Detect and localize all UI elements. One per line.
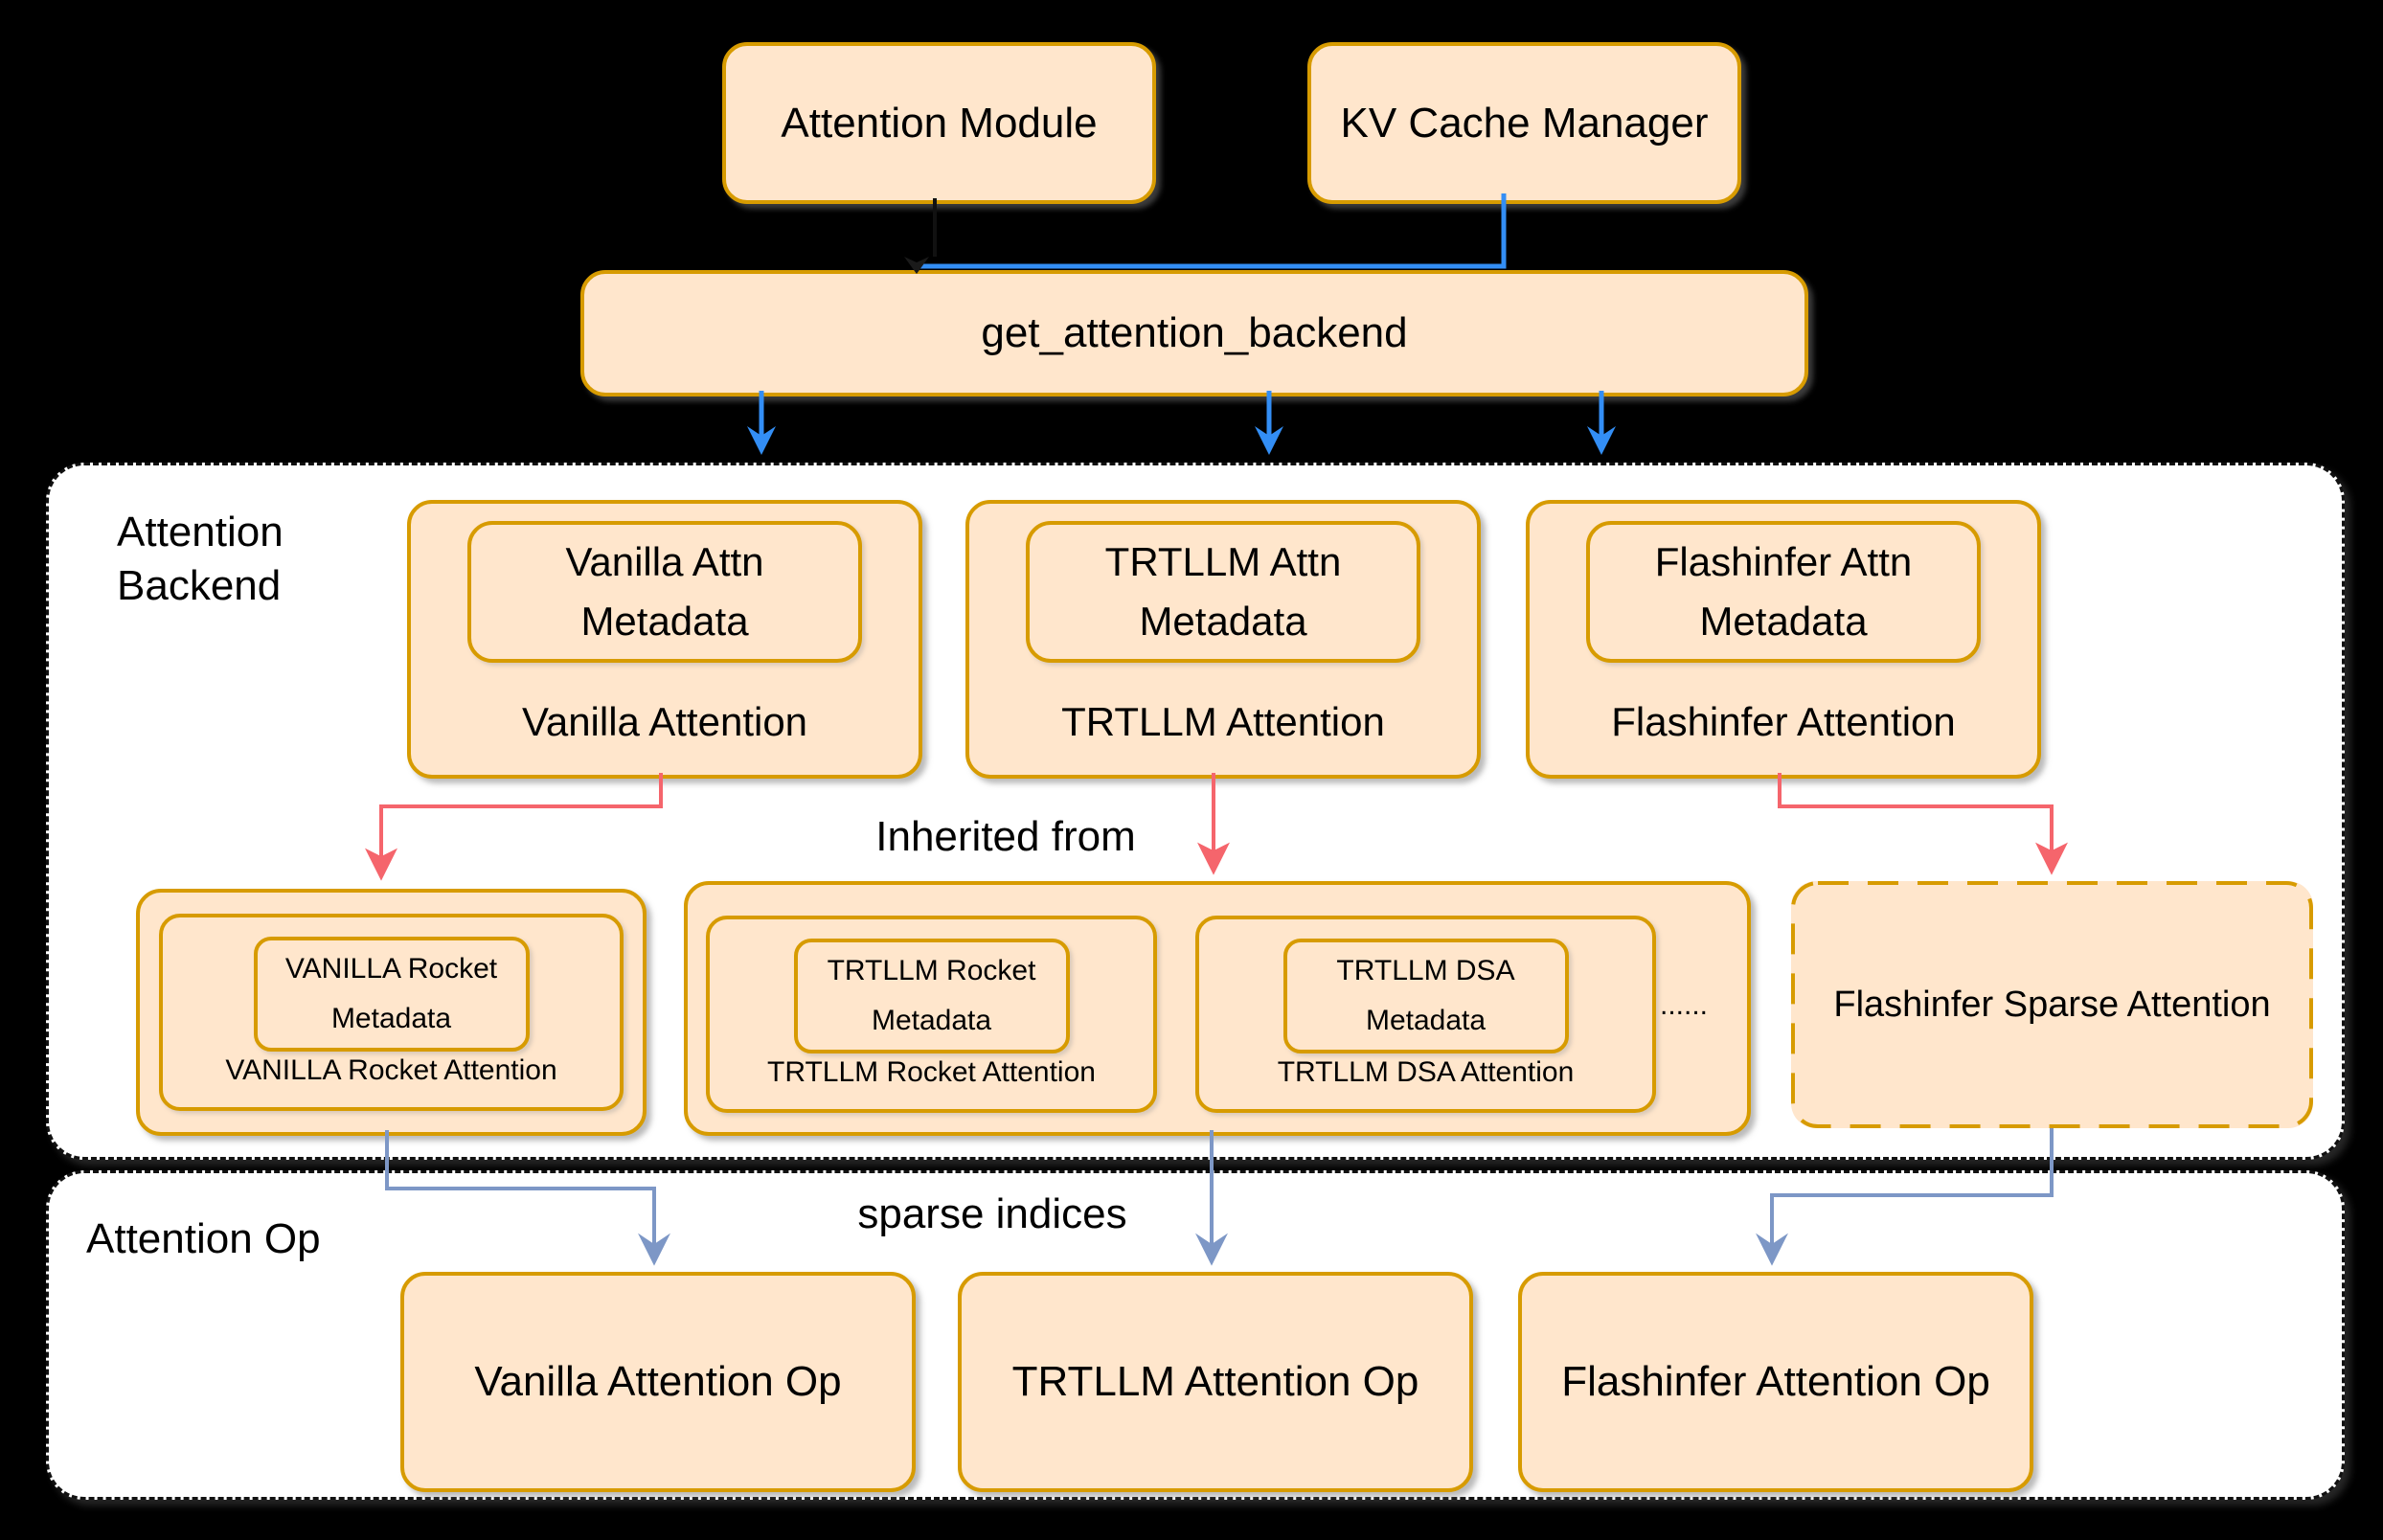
trtllm-attention-op-node: TRTLLM Attention Op [958, 1272, 1473, 1492]
kv-cache-manager-node: KV Cache Manager [1307, 42, 1741, 204]
trtllm-dsa-metadata-label: TRTLLM DSA Metadata [1336, 955, 1515, 1036]
vanilla-rocket-attention-label: VANILLA Rocket Attention [225, 1054, 557, 1086]
vanilla-rocket-metadata-node: VANILLA Rocket Metadata [253, 937, 530, 1052]
attention-op-section-label: Attention Op [86, 1215, 321, 1262]
trtllm-attention-label: TRTLLM Attention [1061, 699, 1385, 744]
flashinfer-attention-node: Flashinfer Attn Metadata Flashinfer Atte… [1526, 500, 2041, 779]
vanilla-attn-metadata-node: Vanilla Attn Metadata [467, 521, 862, 663]
flashinfer-sparse-attention-node: Flashinfer Sparse Attention [1791, 881, 2313, 1128]
get-attention-backend-label: get_attention_backend [981, 309, 1408, 356]
flashinfer-attention-op-node: Flashinfer Attention Op [1518, 1272, 2033, 1492]
trtllm-rocket-attention-node: TRTLLM Rocket Metadata TRTLLM Rocket Att… [706, 916, 1157, 1113]
trtllm-attn-metadata-node: TRTLLM Attn Metadata [1026, 521, 1420, 663]
vanilla-attention-node: Vanilla Attn Metadata Vanilla Attention [407, 500, 922, 779]
trtllm-rocket-metadata-node: TRTLLM Rocket Metadata [793, 939, 1070, 1053]
flashinfer-attn-metadata-label: Flashinfer Attn Metadata [1654, 539, 1913, 644]
flashinfer-attention-label: Flashinfer Attention [1611, 699, 1956, 744]
sparse-indices-label: sparse indices [857, 1190, 1127, 1237]
vanilla-rocket-metadata-label: VANILLA Rocket Metadata [284, 953, 498, 1034]
flashinfer-attn-metadata-node: Flashinfer Attn Metadata [1586, 521, 1981, 663]
inherited-from-label: Inherited from [875, 813, 1136, 860]
trtllm-rocket-metadata-label: TRTLLM Rocket Metadata [827, 955, 1036, 1036]
kv-cache-manager-connector [917, 193, 1507, 269]
trtllm-attention-node: TRTLLM Attn Metadata TRTLLM Attention [965, 500, 1481, 779]
flashinfer-sparse-attention-label: Flashinfer Sparse Attention [1833, 984, 2271, 1025]
trtllm-dsa-attention-label: TRTLLM DSA Attention [1277, 1056, 1575, 1088]
flashinfer-attention-op-label: Flashinfer Attention Op [1561, 1358, 1990, 1405]
trtllm-attention-op-label: TRTLLM Attention Op [1011, 1358, 1419, 1405]
vanilla-attention-op-node: Vanilla Attention Op [400, 1272, 916, 1492]
vanilla-attention-op-label: Vanilla Attention Op [474, 1358, 842, 1405]
trtllm-dsa-metadata-node: TRTLLM DSA Metadata [1282, 939, 1569, 1053]
trtllm-rocket-attention-label: TRTLLM Rocket Attention [767, 1056, 1096, 1088]
vanilla-attention-label: Vanilla Attention [521, 699, 808, 744]
vanilla-rocket-group: VANILLA Rocket Metadata VANILLA Rocket A… [136, 889, 647, 1136]
trtllm-dsa-attention-node: TRTLLM DSA Metadata TRTLLM DSA Attention [1195, 916, 1656, 1113]
vanilla-attn-metadata-label: Vanilla Attn Metadata [565, 539, 764, 644]
attention-module-node: Attention Module [722, 42, 1156, 204]
attention-backend-section-label: Attention Backend [117, 509, 284, 609]
trtllm-attn-metadata-label: TRTLLM Attn Metadata [1104, 539, 1342, 644]
attention-module-label: Attention Module [781, 99, 1098, 147]
more-backends-ellipsis: ...... [1659, 989, 1708, 1021]
kv-cache-manager-label: KV Cache Manager [1340, 99, 1709, 147]
trtllm-derived-group: TRTLLM Rocket Metadata TRTLLM Rocket Att… [684, 881, 1751, 1136]
get-attention-backend-node: get_attention_backend [580, 270, 1808, 396]
vanilla-rocket-attention-node: VANILLA Rocket Metadata VANILLA Rocket A… [159, 914, 624, 1111]
